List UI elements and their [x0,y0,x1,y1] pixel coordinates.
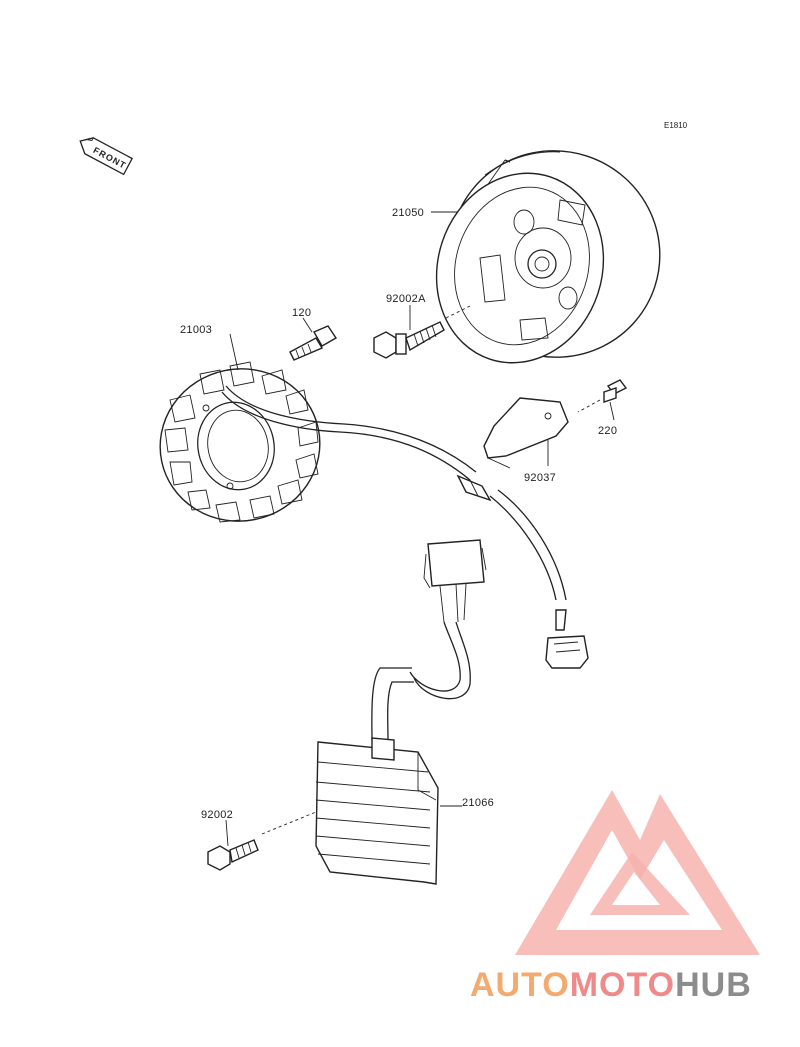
front-arrow-icon: FRONT [79,137,133,176]
label-21003: 21003 [180,324,212,336]
label-21066: 21066 [462,797,494,809]
label-92037: 92037 [524,472,556,484]
wire-clamp [483,397,569,469]
logo-moto: MOTO [570,966,675,1004]
stator-wire-harness [221,385,589,669]
regulator-connector [371,539,487,741]
label-92002: 92002 [201,809,233,821]
regulator-bolt [207,839,259,871]
label-21050: 21050 [392,207,424,219]
flywheel-bolt [373,321,445,359]
label-120: 120 [292,307,311,319]
regulator-rectifier [315,737,439,885]
flywheel-rotor [435,150,661,364]
stator-bolt [289,325,337,361]
clamp-screw [603,379,628,403]
diagram-code: E1810 [664,121,688,130]
logo-auto: AUTO [470,966,570,1004]
stator-coil [159,361,321,523]
logo-hub: HUB [675,966,752,1004]
automotohub-logo: AUTOMOTOHUB [470,790,760,1004]
label-92002A: 92002A [386,293,426,305]
label-220: 220 [598,425,617,437]
svg-text:AUTOMOTOHUB: AUTOMOTOHUB [470,966,752,1004]
